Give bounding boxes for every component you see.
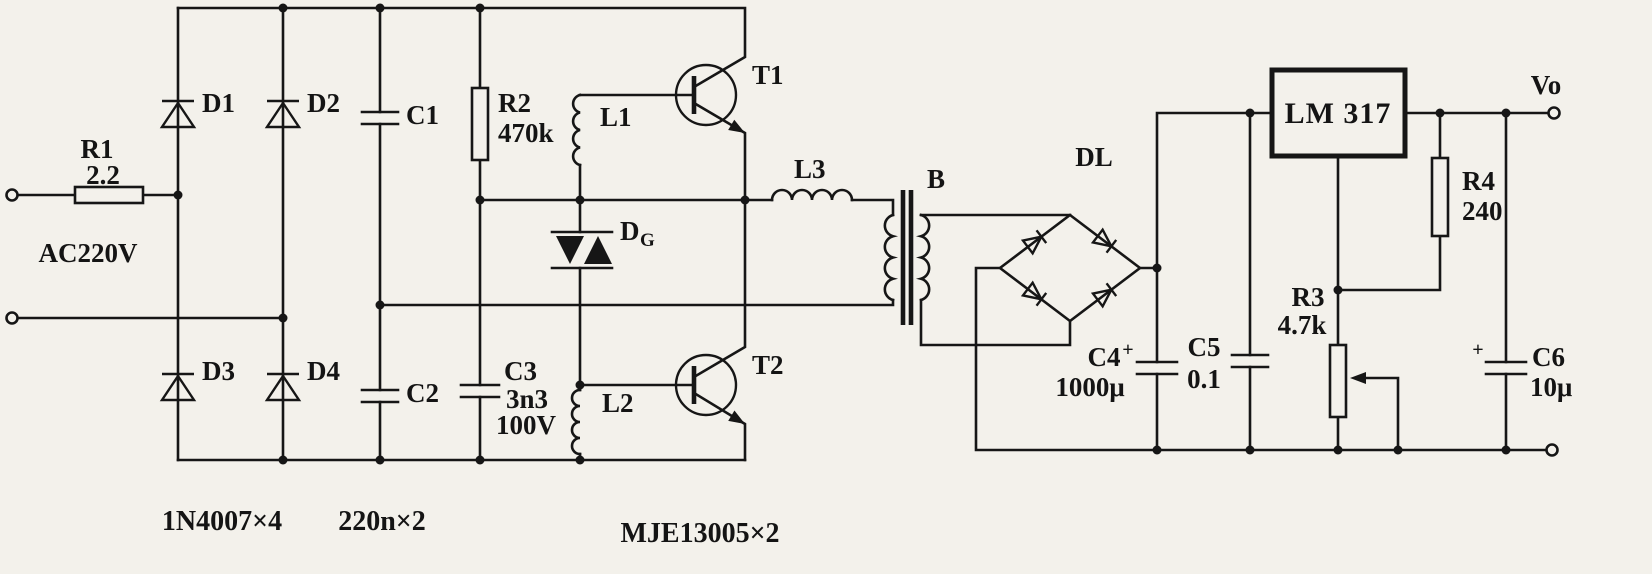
inductor-l3 [770, 188, 854, 202]
label-t1: T1 [752, 60, 784, 90]
inductor-l1 [571, 93, 582, 167]
input-terminal-lower [5, 311, 19, 325]
label-transformer-b: B [927, 164, 945, 194]
label-c2: C2 [406, 378, 439, 408]
label-r1-value: 2.2 [86, 160, 120, 190]
label-t2: T2 [752, 350, 784, 380]
output-terminal-ground [1545, 443, 1559, 457]
label-d2: D2 [307, 88, 340, 118]
label-c5-value: 0.1 [1187, 364, 1221, 394]
note-transistors: MJE13005×2 [620, 518, 779, 549]
label-r3: R3 [1292, 282, 1325, 312]
label-c6-plus: + [1472, 339, 1483, 361]
output-terminal-vo [1547, 106, 1561, 120]
label-d3: D3 [202, 356, 235, 386]
label-d4: D4 [307, 356, 340, 386]
label-c4-plus: + [1122, 339, 1133, 361]
transistor-t1 [674, 63, 745, 133]
label-d1: D1 [202, 88, 235, 118]
label-l3: L3 [794, 154, 826, 184]
label-c4: C4 [1088, 342, 1121, 372]
label-c3-value: 3n3 [506, 384, 548, 414]
junction-dots [173, 3, 1511, 465]
label-r4-value: 240 [1462, 196, 1503, 226]
note-bridge-diodes: 1N4007×4 [162, 506, 282, 537]
note-capacitors: 220n×2 [338, 506, 426, 537]
label-c6-value: 10μ [1530, 372, 1572, 402]
label-dg-subscript: G [640, 230, 655, 251]
resistor-r2 [470, 86, 490, 162]
bridge-rectifier-dl [997, 213, 1143, 323]
resistor-r1 [73, 185, 145, 205]
label-c5: C5 [1188, 332, 1221, 362]
label-vo: Vo [1531, 70, 1562, 100]
label-r1: R1 [81, 134, 114, 164]
label-c1: C1 [406, 100, 439, 130]
capacitor-c2 [360, 388, 400, 404]
capacitor-c5 [1230, 353, 1270, 369]
label-l1: L1 [600, 102, 632, 132]
label-r4: R4 [1462, 166, 1495, 196]
resistor-r4 [1430, 156, 1450, 238]
label-r2-value: 470k [498, 118, 554, 148]
label-c3-voltage: 100V [496, 410, 557, 440]
potentiometer-r3 [1328, 343, 1366, 419]
diac-dg [550, 230, 614, 270]
capacitor-c3 [459, 383, 501, 399]
label-ac-input: AC220V [39, 238, 138, 268]
transistor-t2 [674, 353, 745, 424]
label-l2: L2 [602, 388, 634, 418]
label-c3: C3 [504, 356, 537, 386]
label-c4-value: 1000μ [1055, 372, 1124, 402]
label-r3-value: 4.7k [1278, 310, 1327, 340]
transformer-b [883, 190, 931, 325]
label-c6: C6 [1532, 342, 1565, 372]
capacitor-c4 [1135, 360, 1179, 376]
input-terminal-upper [5, 188, 19, 202]
capacitor-c1 [360, 110, 400, 126]
label-r2: R2 [498, 88, 531, 118]
label-lm317: LM 317 [1285, 97, 1392, 130]
label-dl: DL [1075, 142, 1113, 172]
inductor-l2 [570, 388, 582, 456]
capacitor-c6 [1484, 360, 1528, 376]
label-dg: D [620, 216, 640, 246]
regulator-lm317 [1269, 67, 1408, 159]
